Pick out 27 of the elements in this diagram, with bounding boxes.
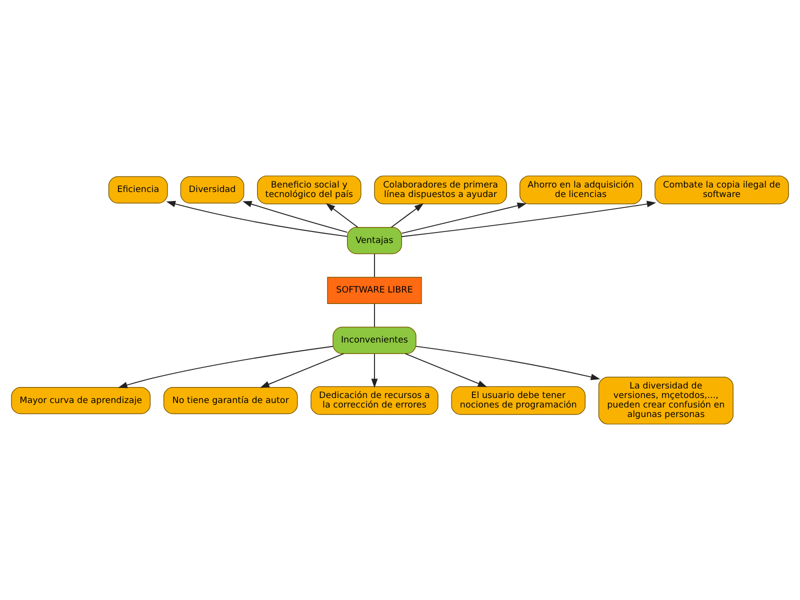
node-box: Combate la copia ilegal de software [654, 176, 789, 204]
node-box: Diversidad [180, 176, 244, 204]
arrow [260, 353, 344, 388]
node-box: Inconvenientes [332, 326, 416, 354]
node-box: Mayor curva de aprendizaje [11, 387, 151, 414]
arrow [404, 353, 488, 388]
connector [374, 303, 375, 328]
node-box: Ventajas [346, 226, 402, 254]
arrow [242, 200, 348, 233]
arrow [416, 346, 600, 380]
node-box: El usuario debe tener nociones de programación [451, 386, 586, 415]
node-box: SOFTWARE LIBRE [327, 276, 422, 304]
node-box: Eficiencia [108, 176, 168, 204]
node-box: Colaboradores de primera línea dispuestos a ayudar [374, 176, 507, 204]
arrow [326, 203, 358, 228]
node-box: Ahorro en la adquisición de licencias [519, 176, 642, 204]
node-box: Dedicación de recursos a la corrección de errores [310, 386, 438, 415]
arrow [166, 200, 348, 237]
arrow [118, 346, 334, 388]
node-box: Beneficio social y tecnológico del país [257, 176, 362, 204]
connector [374, 254, 375, 278]
node-box: No tiene garantía de autor [163, 387, 298, 414]
arrow [371, 353, 378, 388]
arrow [401, 202, 527, 234]
arrow [390, 203, 424, 228]
arrow [401, 200, 656, 238]
node-box: La diversidad de versiones, mçetodos,..., pueden crear confusión en algunas personas [598, 376, 734, 424]
